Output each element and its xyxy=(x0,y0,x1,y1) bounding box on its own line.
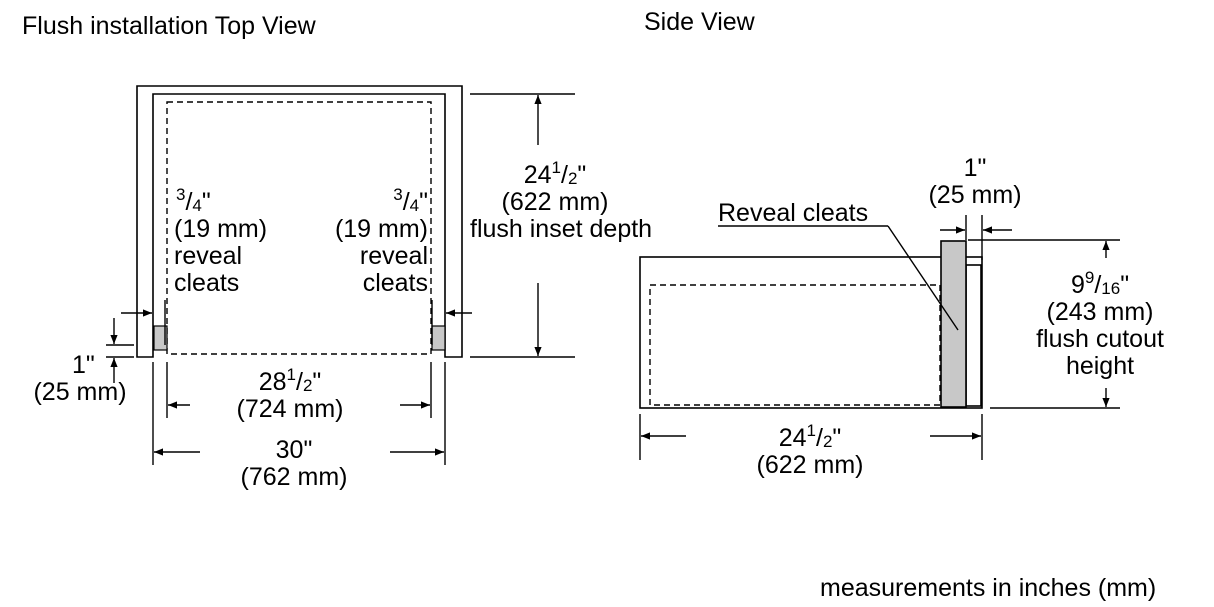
reveal-dimension-arrows xyxy=(121,300,472,345)
front-gap-dimension xyxy=(106,318,134,383)
front-gap-label: 1" (25 mm) xyxy=(33,351,127,406)
outer-width-dimension xyxy=(152,362,446,465)
depth-dimension xyxy=(470,93,575,358)
cutout-height-label: 99/16" (243 mm) flush cutout height xyxy=(1036,268,1164,380)
side-depth-label: 241/2" (622 mm) xyxy=(756,421,864,479)
cabinet-outer-outline xyxy=(136,85,463,358)
right-reveal-label: 3/4" (19 mm) reveal cleats xyxy=(334,185,428,297)
inner-width-label: 281/2" (724 mm) xyxy=(236,365,344,423)
side-depth-dimension xyxy=(639,414,983,460)
outer-width-label: 30" (762 mm) xyxy=(240,436,348,491)
reveal-cleats-leader xyxy=(718,225,959,331)
left-reveal-label: 3/4" (19 mm) reveal cleats xyxy=(174,185,268,297)
top-view-drawing xyxy=(136,85,463,358)
left-reveal-cleat xyxy=(153,325,168,351)
front-panel xyxy=(965,264,982,407)
front-thickness-label: 1" (25 mm) xyxy=(928,154,1022,209)
appliance-side-dashed xyxy=(649,284,941,406)
side-view-title: Side View xyxy=(644,8,755,36)
depth-label: 241/2" (622 mm) flush inset depth xyxy=(470,158,653,243)
front-thickness-dimension xyxy=(940,215,1012,260)
measurement-units-note: measurements in inches (mm) xyxy=(820,574,1157,602)
cutout-height-dimension xyxy=(968,239,1120,409)
reveal-cleats-label: Reveal cleats xyxy=(718,199,869,227)
inner-width-dimension xyxy=(166,362,432,418)
right-reveal-cleat xyxy=(431,325,446,351)
appliance-dashed-outline xyxy=(166,101,432,355)
top-view-title: Flush installation Top View xyxy=(22,12,316,40)
side-view-drawing xyxy=(639,240,983,409)
cabinet-side-outline xyxy=(639,256,983,409)
